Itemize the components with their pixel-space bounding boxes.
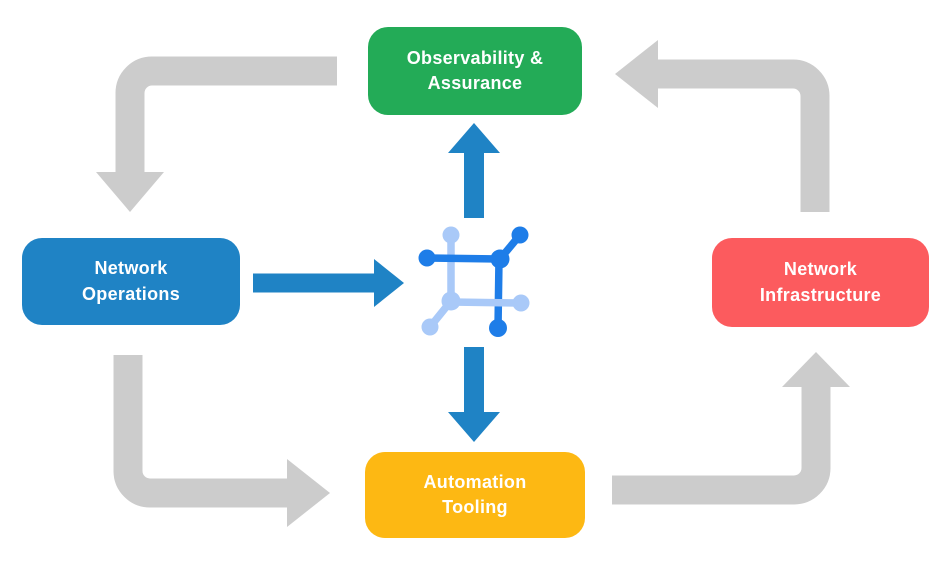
arrowhead-right-icon [287,459,330,527]
arrow-operations-to-hub [253,259,404,307]
arrowhead-up-icon [448,123,500,153]
arrowhead-down-icon [448,412,500,442]
arrow-operations-to-automation [113,355,330,527]
arrow-infrastructure-to-observability [615,40,830,212]
node-automation-tooling-label: Automation Tooling [423,471,527,517]
node-network-infrastructure: Network Infrastructure [712,238,929,327]
arrowhead-left-icon [615,40,658,108]
node-network-operations: Network Operations [22,238,240,325]
arrowhead-down-icon [96,172,164,212]
arrow-hub-to-automation [448,347,500,442]
node-observability-assurance: Observability & Assurance [368,27,582,115]
arrowhead-up-icon [782,352,850,387]
node-network-operations-label: Network Operations [81,258,181,304]
node-network-infrastructure-label: Network Infrastructure [759,259,882,305]
arrow-automation-to-infrastructure [612,352,850,505]
arrowhead-right-icon [374,259,404,307]
node-observability-assurance-label: Observability & Assurance [406,47,544,93]
arrow-hub-to-observability [448,123,500,218]
arrow-observability-to-operations [96,56,337,212]
node-automation-tooling: Automation Tooling [365,452,585,538]
network-fabric-icon [418,226,530,337]
